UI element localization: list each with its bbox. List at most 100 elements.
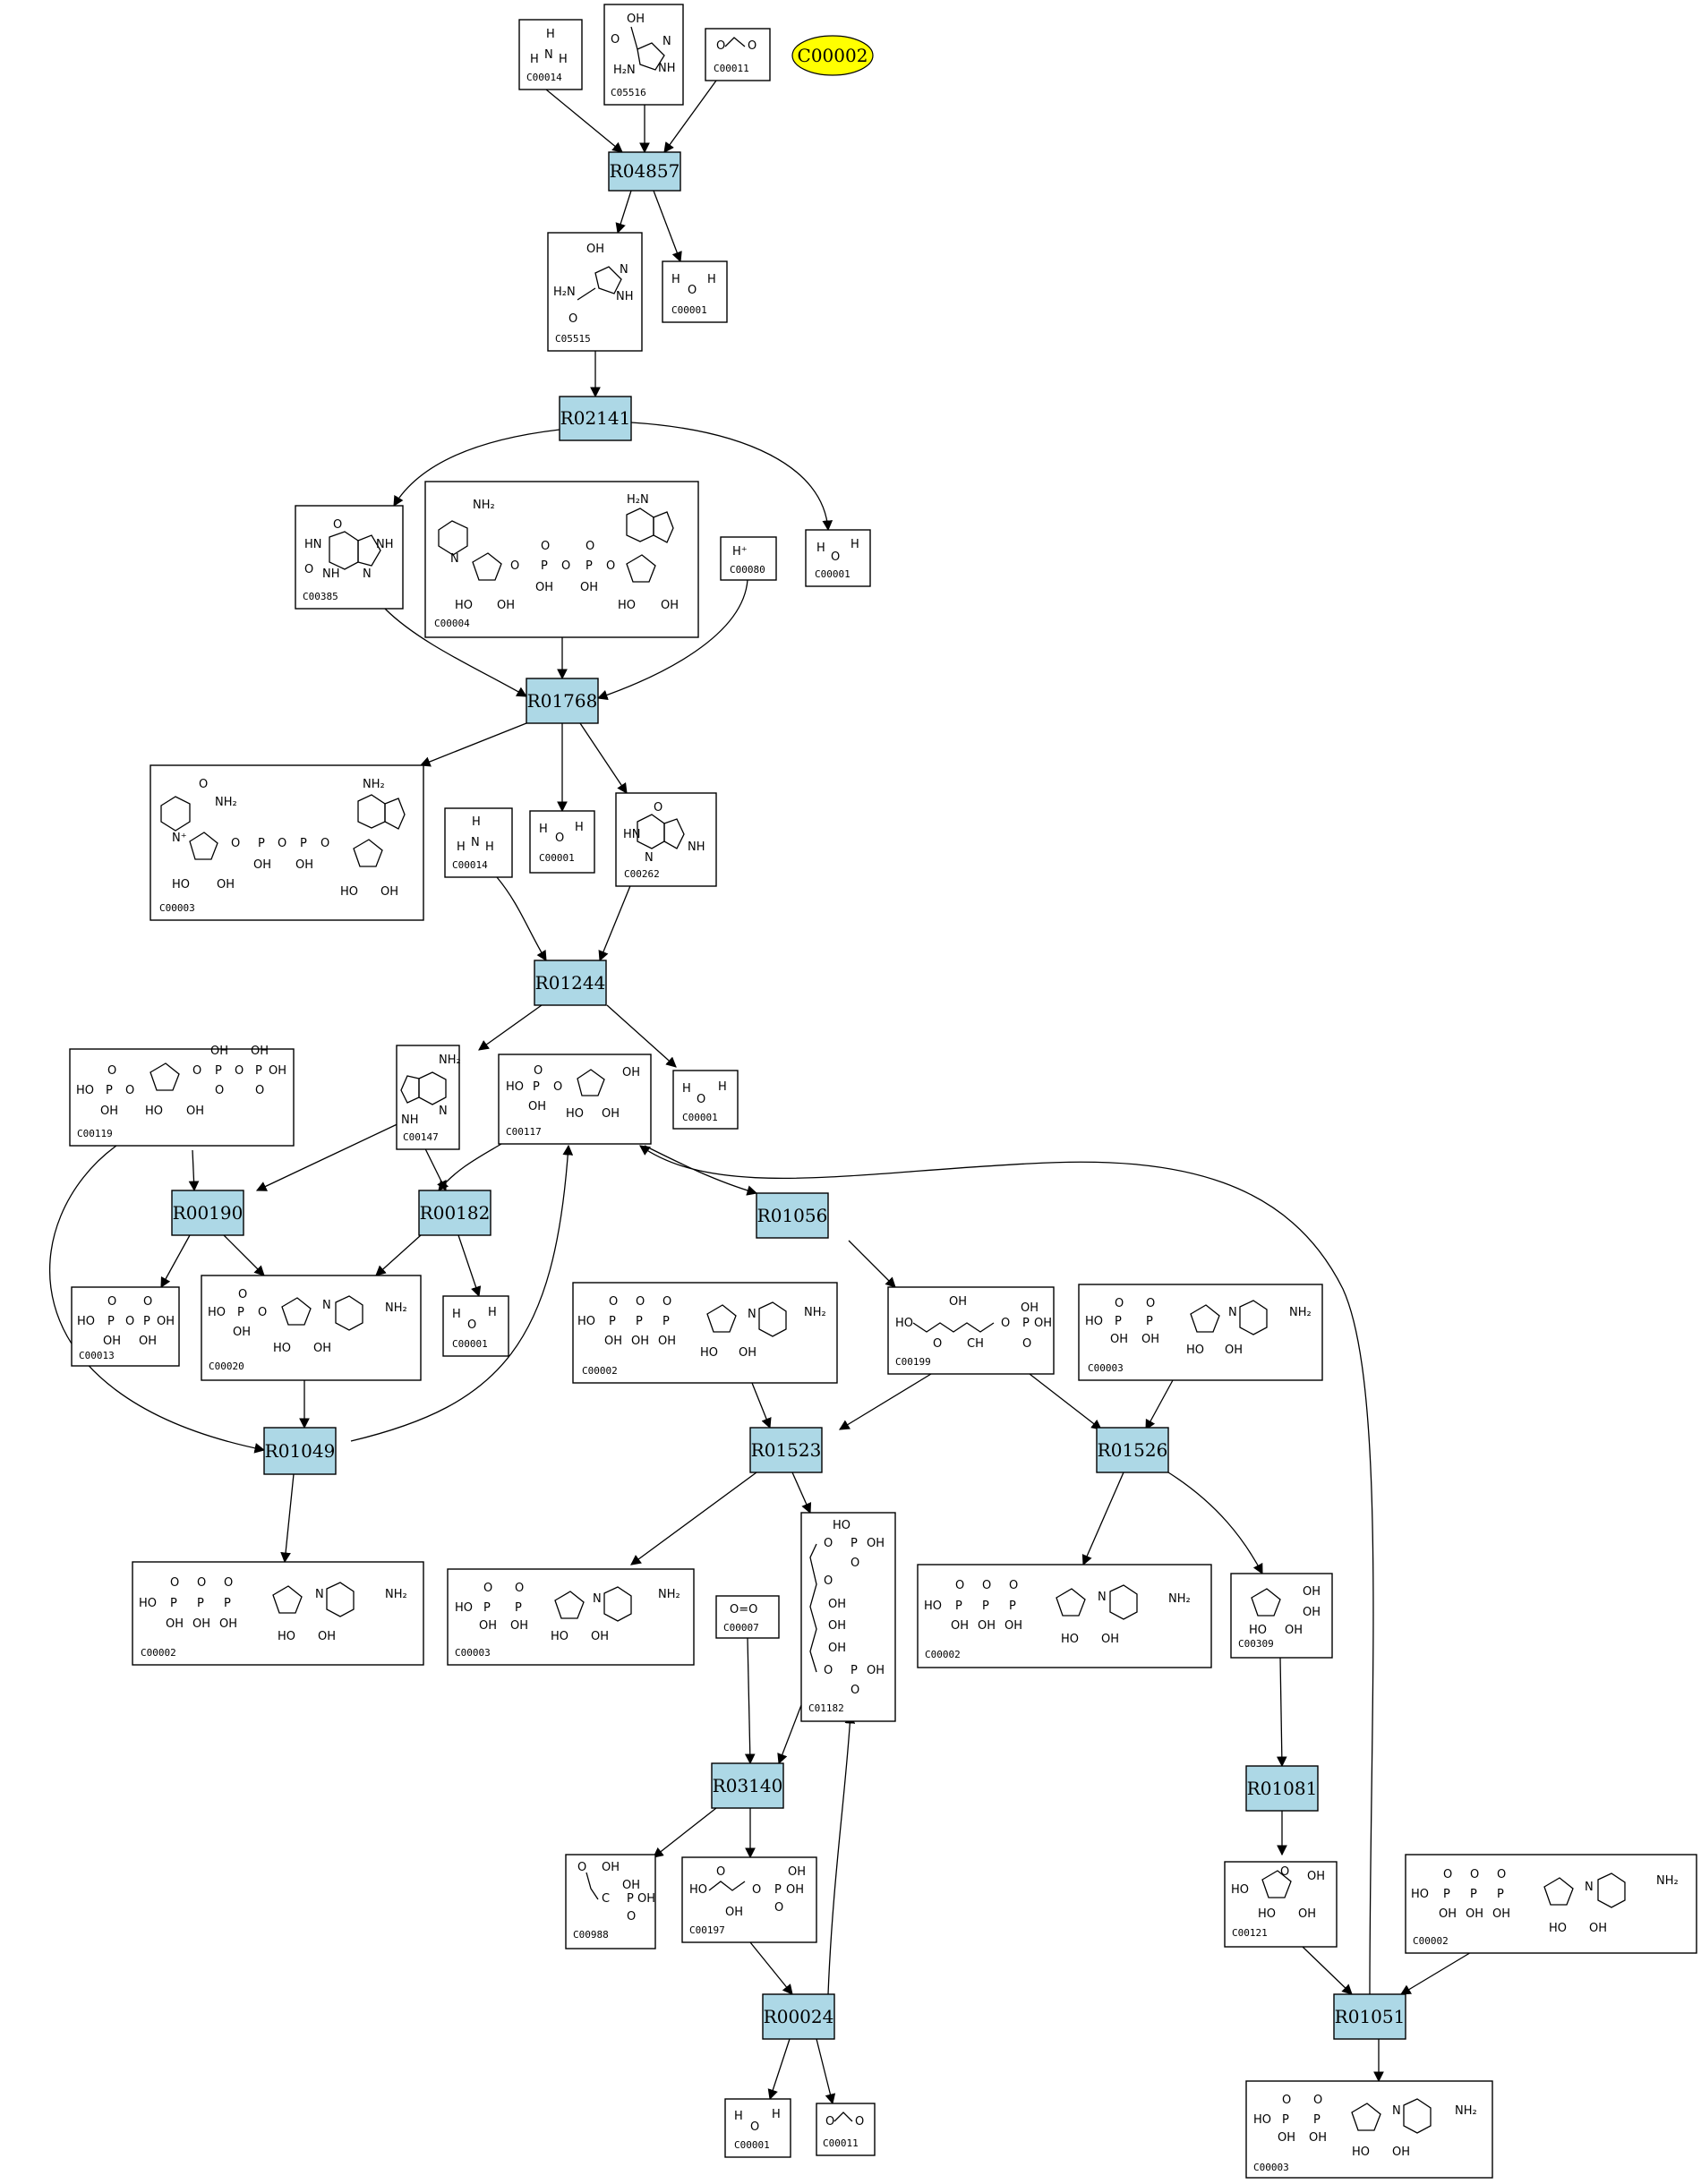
atom-label: HO (700, 1346, 718, 1360)
bond-line (554, 1591, 585, 1619)
compound-c00013[interactable]: O O HO P O P OH OH OH C00013 (71, 1286, 180, 1367)
atom-label: OH (1303, 1606, 1321, 1619)
reaction-R03140[interactable]: R03140 (711, 1762, 784, 1809)
compound-c00121[interactable]: O OH HO HO OH C00121 (1224, 1861, 1338, 1948)
compound-c00020[interactable]: O HO P OH O N NH₂ HO OH C00020 (201, 1275, 422, 1381)
compound-c00003c[interactable]: O O HO P P OH OH N NH₂ HO OH C00003 (1245, 2080, 1493, 2179)
edge (438, 1143, 502, 1191)
atom-label: O (752, 1883, 761, 1897)
atom-label: O (627, 1910, 636, 1924)
compound-c00014a[interactable]: H N H H C00014 (518, 19, 583, 90)
compound-c00002a[interactable]: O O O HO P P P OH OH OH N NH₂ HO OH C000… (572, 1282, 838, 1384)
compound-c00002d[interactable]: O O O HO P P P OH OH OH N NH₂ HO OH C000… (1405, 1854, 1697, 1954)
atom-label: OH (217, 878, 235, 892)
seed-compound[interactable]: C00002 (791, 35, 874, 76)
compound-c00080[interactable]: H⁺ C00080 (720, 536, 777, 581)
atom-label: H (734, 2110, 743, 2123)
atom-label: H (772, 2108, 781, 2121)
compound-c00117[interactable]: O HO P OH O OH HO OH C00117 (498, 1054, 652, 1145)
compound-c00119[interactable]: O HO P OH O O P OH O O P OH OH O HO OH C… (69, 1045, 295, 1147)
reaction-R00190[interactable]: R00190 (171, 1190, 244, 1236)
atom-label: N (1392, 2104, 1401, 2118)
compound-c00147[interactable]: NH₂ N NH C00147 (396, 1045, 461, 1150)
node-box (1245, 2080, 1493, 2179)
atom-label: O (716, 39, 725, 53)
compound-c00309[interactable]: OH OH HO OH C00309 (1230, 1573, 1333, 1659)
reaction-R01049[interactable]: R01049 (263, 1427, 337, 1475)
reaction-R01244[interactable]: R01244 (534, 960, 607, 1006)
atom-label: OH (604, 1335, 622, 1348)
atom-label: O (824, 1574, 833, 1588)
compound-c00002b[interactable]: O O O HO P P P OH OH OH N NH₂ HO OH C000… (132, 1561, 424, 1666)
atom-label: NH₂ (1168, 1592, 1191, 1606)
compound-id: C00002 (1413, 1935, 1449, 1947)
atom-label: OH (1285, 1624, 1303, 1637)
atom-label: O (170, 1576, 179, 1590)
bond-line (603, 1586, 632, 1622)
node-box (608, 151, 681, 192)
compound-c00988[interactable]: O OH OH C P OH O C00988 (565, 1854, 656, 1949)
compound-c00003b[interactable]: O O HO P P OH OH N NH₂ HO OH C00003 (447, 1568, 695, 1666)
compound-c00001a[interactable]: H O H C00001 (662, 260, 728, 323)
reaction-R01768[interactable]: R01768 (526, 678, 599, 724)
compounds: H N H H C00014 OH O N H₂N NH C05516 O O … (69, 4, 1697, 2179)
edge (644, 1145, 758, 1196)
atom-label: H₂N (553, 286, 576, 299)
compound-c05516[interactable]: OH O N H₂N NH C05516 (603, 4, 684, 106)
atom-label: P (955, 1600, 962, 1613)
atom-label: O (1146, 1297, 1155, 1310)
bond-line (384, 798, 406, 830)
reaction-R00182[interactable]: R00182 (418, 1190, 491, 1236)
reaction-R01081[interactable]: R01081 (1245, 1765, 1319, 1812)
compound-c00011b[interactable]: O O C00011 (816, 2103, 876, 2156)
atom-label: O (304, 563, 313, 576)
atom-label: P (982, 1600, 989, 1613)
atom-label: OH (157, 1315, 175, 1328)
compound-c00001c[interactable]: H O H C00001 (529, 810, 595, 874)
reaction-R01056[interactable]: R01056 (756, 1192, 829, 1239)
compound-c00385[interactable]: O HN NH O NH N C00385 (295, 505, 404, 610)
compound-c00011a[interactable]: O O C00011 (705, 28, 771, 81)
node-box (418, 1190, 491, 1236)
compound-c01182[interactable]: HO O P OH O O OH OH OH O P OH O C01182 (800, 1512, 896, 1722)
compound-c00197[interactable]: O OH HO O P OH O OH C00197 (681, 1856, 817, 1943)
compound-c00004[interactable]: NH₂ N O P O OH O P O OH O HO OH H₂N HO O… (424, 481, 699, 638)
compound-c00007[interactable]: O=O C00007 (715, 1595, 780, 1639)
compound-c00001d[interactable]: H O H C00001 (672, 1070, 739, 1130)
atom-label: C (602, 1892, 610, 1906)
compound-c00262[interactable]: O HN NH N C00262 (615, 792, 717, 887)
atom-label: O (982, 1579, 991, 1592)
compound-c00014b[interactable]: H N H H C00014 (444, 807, 513, 878)
atom-label: OH (318, 1630, 336, 1643)
compound-c00001e[interactable]: H O H C00001 (442, 1295, 509, 1357)
compound-c00002c[interactable]: O O O HO P P P OH OH OH N NH₂ HO OH C000… (917, 1564, 1212, 1668)
compound-c00001f[interactable]: H O H C00001 (724, 2098, 791, 2158)
reaction-R01526[interactable]: R01526 (1096, 1427, 1169, 1473)
bond-line (150, 1062, 180, 1091)
reaction-R01051[interactable]: R01051 (1333, 1993, 1406, 2040)
atom-label: O (1313, 2094, 1322, 2107)
node-box (526, 678, 599, 724)
compound-c00008[interactable]: O O HO P P OH OH N NH₂ HO OH C00003 (1078, 1284, 1323, 1381)
atom-label: HO (1352, 2146, 1370, 2159)
node-box (816, 2103, 876, 2156)
compound-c00199[interactable]: OH OH HO O P OH O CH O C00199 (887, 1286, 1055, 1375)
reaction-R00024[interactable]: R00024 (762, 1993, 835, 2040)
reaction-R01523[interactable]: R01523 (749, 1427, 823, 1473)
reaction-R04857[interactable]: R04857 (608, 151, 681, 192)
atom-label: O (255, 1084, 264, 1097)
compound-c05515[interactable]: OH N H₂N NH O C05515 (547, 232, 643, 352)
compound-id: C00001 (815, 568, 850, 580)
atom-label: OH (380, 885, 398, 899)
atom-label: OH (739, 1346, 756, 1360)
atom-label: O (1001, 1317, 1010, 1330)
compound-c00003a[interactable]: O NH₂ N⁺ O P OH O P OH O NH₂ HO OH HO OH… (150, 764, 424, 921)
atom-label: O (1022, 1337, 1031, 1351)
atom-label: HO (577, 1315, 595, 1328)
edge (839, 1373, 932, 1430)
atom-label: O (541, 540, 550, 553)
reaction-R02141[interactable]: R02141 (559, 396, 632, 441)
atom-label: O (553, 1080, 562, 1094)
compound-c00001b[interactable]: H O H C00001 (805, 529, 871, 587)
atom-label: OH (661, 599, 679, 612)
